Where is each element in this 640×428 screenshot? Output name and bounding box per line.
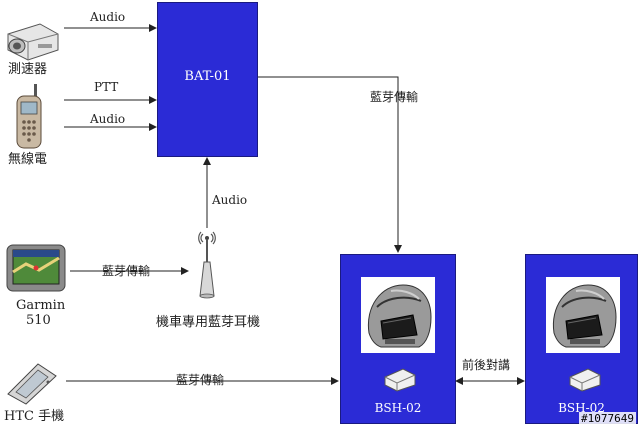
edge-label-garmin-headset: 藍芽傳輸 [102,264,151,278]
bsh02-right-box: BSH-02 [525,254,638,424]
garmin-label-line2: 510 [26,313,51,328]
headset-label: 機車專用藍芽耳機 [156,315,261,330]
helmet-icon [361,277,435,353]
gps-navigator-icon [6,244,66,292]
bluetooth-module-icon [384,368,416,392]
smartphone-icon [7,363,57,405]
projector-device-icon [7,23,59,61]
edge-label-htc-bsh: 藍芽傳輸 [176,373,225,387]
bat01-box: BAT-01 [157,2,258,157]
watermark: #1077649 [579,412,636,425]
edge-label-headset-audio: Audio [212,193,248,207]
garmin-label-line1: Garmin [16,298,66,313]
bsh02-right-title: BSH-02 [558,401,605,415]
edge-label-radio-ptt: PTT [94,80,119,94]
bsh02-left-title: BSH-02 [374,401,422,415]
bat01-title: BAT-01 [184,69,231,84]
bluetooth-module-icon [569,368,601,392]
bluetooth-antenna-icon [198,231,216,299]
edge-label-bsh-intercom: 前後對講 [462,358,511,372]
htc-label: HTC 手機 [4,409,65,424]
edge-bat-bsh [258,76,402,253]
edge-label-bat-bsh: 藍芽傳輸 [370,90,419,104]
edge-label-speedometer-audio: Audio [90,10,126,24]
speedometer-label: 測速器 [8,62,48,77]
edge-label-radio-audio: Audio [90,112,126,126]
helmet-icon [546,277,620,353]
bsh02-left-box: BSH-02 [340,254,456,424]
radio-label: 無線電 [8,152,48,167]
mobile-phone-icon [16,84,42,149]
